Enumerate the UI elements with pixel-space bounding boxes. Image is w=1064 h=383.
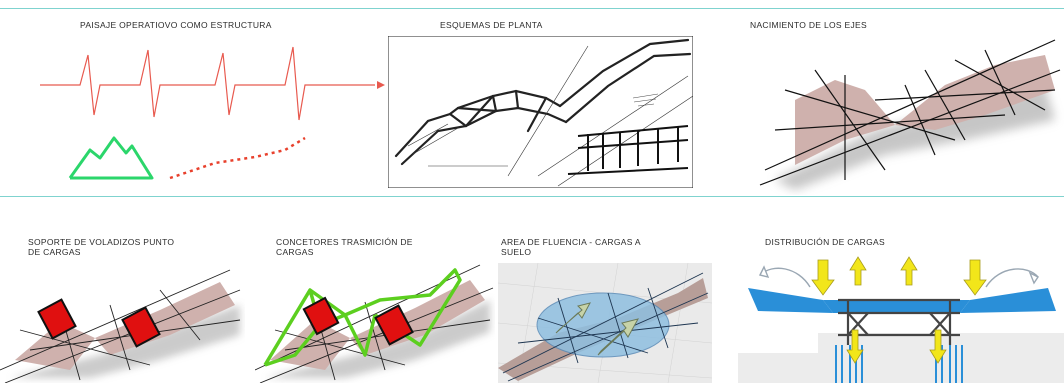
panel-axes-origin bbox=[755, 30, 1064, 195]
flow-arrow-right bbox=[597, 318, 639, 356]
top-divider bbox=[0, 8, 1064, 9]
panel4-title-line2: DE CARGAS bbox=[28, 247, 81, 257]
panel7-title: DISTRIBUCIÓN DE CARGAS bbox=[765, 237, 885, 247]
arrow-down-left bbox=[811, 259, 835, 296]
load-box-left bbox=[37, 298, 77, 340]
railing-sketch bbox=[567, 125, 689, 175]
panel6-title-line1: AREA DE FLUENCIA - CARGAS A bbox=[501, 237, 641, 247]
dotted-rising-line bbox=[169, 136, 306, 180]
panel4-title-line1: SOPORTE DE VOLADIZOS PUNTO bbox=[28, 237, 175, 247]
load-box-right bbox=[121, 306, 161, 348]
panel-load-distribution bbox=[738, 255, 1064, 383]
panel3-title: NACIMIENTO DE LOS EJES bbox=[750, 20, 867, 30]
panel-floor-schemes bbox=[388, 36, 693, 188]
panel5-title-line2: CARGAS bbox=[276, 247, 314, 257]
arrow-up-right bbox=[900, 256, 918, 286]
panel-load-connectors bbox=[255, 260, 495, 383]
pulse-line bbox=[40, 46, 375, 121]
load-box-right bbox=[374, 304, 414, 346]
load-box-left bbox=[302, 296, 340, 336]
cantilever-left bbox=[748, 288, 833, 313]
flow-arrow-left bbox=[555, 302, 591, 334]
mountain-outline bbox=[68, 136, 154, 180]
panel1-title: PAISAJE OPERATIOVO COMO ESTRUCTURA bbox=[80, 20, 272, 30]
middle-divider bbox=[0, 196, 1064, 197]
arrow-down-right bbox=[963, 259, 987, 296]
panel-operative-landscape bbox=[40, 35, 390, 190]
panel-cantilever-support bbox=[0, 260, 245, 383]
hatched-area-right bbox=[895, 55, 1055, 130]
arrow-down-pile-right bbox=[929, 329, 947, 364]
arrow-up-left bbox=[849, 256, 867, 286]
panel5-title-line1: CONCETORES TRASMICIÓN DE bbox=[276, 237, 413, 247]
curved-arrow-left bbox=[759, 267, 811, 288]
panel2-title: ESQUEMAS DE PLANTA bbox=[440, 20, 543, 30]
flow-area-ellipse bbox=[536, 292, 670, 358]
pulse-arrowhead bbox=[377, 81, 385, 89]
arrow-down-pile-left bbox=[846, 329, 864, 364]
panel6-title-line2: SUELO bbox=[501, 247, 532, 257]
panel-flow-area bbox=[498, 263, 712, 383]
curved-arrow-right bbox=[985, 268, 1039, 288]
cantilever-right bbox=[960, 288, 1056, 313]
